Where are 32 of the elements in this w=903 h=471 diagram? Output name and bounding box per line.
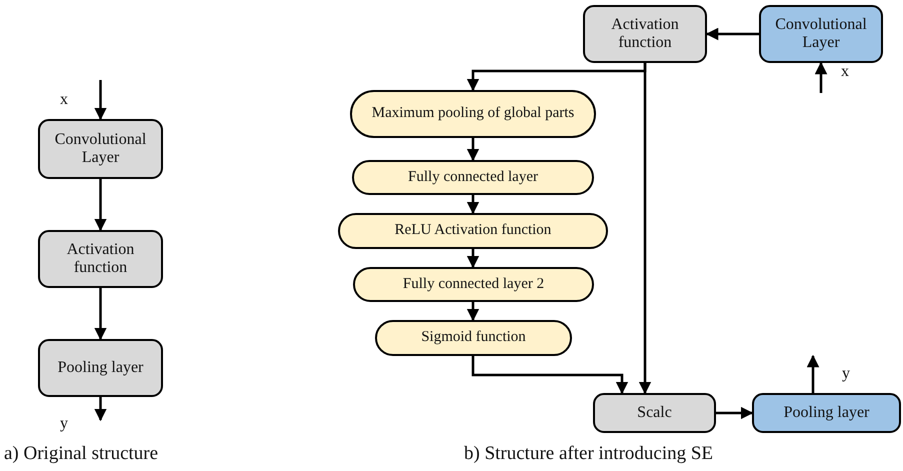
arrow (472, 356, 628, 394)
caption: b) Structure after introducing SE (464, 444, 714, 463)
arrow (466, 302, 480, 322)
process-box: Activation function (38, 230, 163, 288)
process-box: Activation function (583, 5, 707, 63)
process-pill: Fully connected layer (352, 160, 594, 195)
process-box: Convolutional Layer (759, 5, 883, 63)
arrow (638, 63, 652, 394)
arrow (94, 80, 107, 120)
signal-label: y (842, 366, 850, 382)
arrow (466, 249, 480, 268)
process-pill: Sigmoid function (375, 320, 572, 356)
arrow (814, 62, 828, 93)
process-box: Convolutional Layer (38, 119, 163, 179)
process-box: Scalc (593, 393, 716, 433)
process-pill: Fully connected layer 2 (353, 267, 594, 302)
process-box: Pooling layer (38, 339, 163, 397)
arrow (706, 28, 759, 40)
process-pill: Maximum pooling of global parts (350, 90, 596, 138)
arrow (94, 179, 107, 232)
process-pill: ReLU Activation function (338, 213, 608, 249)
arrow (94, 397, 107, 422)
signal-label: y (60, 416, 68, 432)
arrow (806, 354, 820, 393)
arrow (94, 288, 107, 340)
arrow (716, 406, 754, 420)
signal-label: x (60, 92, 68, 108)
arrow (466, 138, 480, 162)
signal-label: x (841, 64, 849, 80)
arrow (466, 195, 480, 214)
process-box: Pooling layer (752, 393, 901, 433)
caption: a) Original structure (4, 444, 158, 463)
